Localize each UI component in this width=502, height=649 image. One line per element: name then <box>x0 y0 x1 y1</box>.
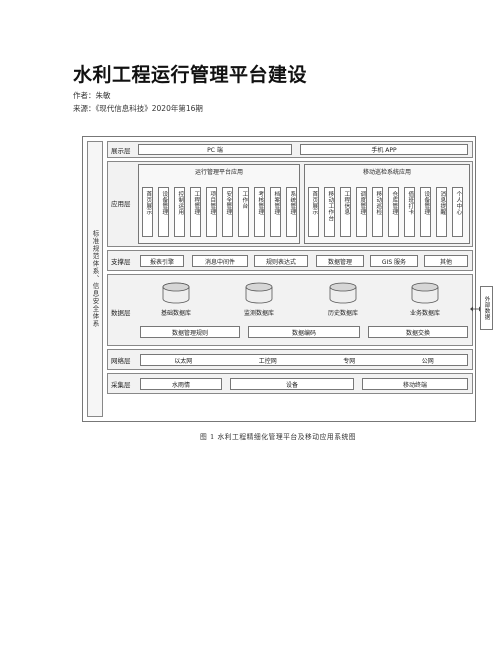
app2-item: 设备管理 <box>420 187 431 237</box>
app1-item: 档案管理 <box>270 187 281 237</box>
source-line: 来源：《现代信息科技》2020年第16期 <box>73 104 203 113</box>
layer-label-network: 网络层 <box>111 357 131 365</box>
support-item: GIS 服务 <box>370 255 418 267</box>
database-icon <box>245 282 273 304</box>
layer-label-application: 应用层 <box>111 200 131 208</box>
support-item: 消息中间件 <box>192 255 248 267</box>
app1-item: 系统管理 <box>286 187 297 237</box>
ops-platform-group: 运行管理平台应用 首页展示 设备管理 控制运用 工程管理 项目管理 安全管理 工… <box>138 164 300 244</box>
data-bottom-item: 数据编码 <box>248 326 360 338</box>
network-item: 专网 <box>343 357 356 365</box>
app2-item: 消息提醒 <box>436 187 447 237</box>
layer-label-collection: 采集层 <box>111 381 131 389</box>
standards-security-bar: 标准规范体系、信息安全体系 <box>87 141 103 417</box>
layer-label-data: 数据层 <box>111 309 131 317</box>
data-layer: 数据层 基础数据库 监测数据库 历史数据库 业务数据库 <box>107 274 473 346</box>
external-data-box: 外部数据 <box>480 286 493 330</box>
network-item: 以太网 <box>174 357 193 365</box>
side-label: 标准规范体系、信息安全体系 <box>91 230 99 328</box>
app2-item: 移动巡检 <box>372 187 383 237</box>
app1-item: 工作台 <box>238 187 249 237</box>
mobile-inspection-title: 移动巡检系统应用 <box>362 169 411 176</box>
db-label: 业务数据库 <box>409 310 440 317</box>
application-layer: 应用层 运行管理平台应用 首页展示 设备管理 控制运用 工程管理 项目管理 安全… <box>107 161 473 247</box>
support-item: 报表引擎 <box>140 255 184 267</box>
app2-item: 工程信息 <box>340 187 351 237</box>
collection-item: 移动终端 <box>362 378 468 390</box>
database-icon <box>411 282 439 304</box>
display-layer: 展示层 PC 端 手机 APP <box>107 141 473 158</box>
collection-item: 设备 <box>230 378 354 390</box>
author-line: 作者：朱敏 <box>73 91 111 100</box>
app1-item: 首页展示 <box>142 187 153 237</box>
document-title: 水利工程运行管理平台建设 <box>73 64 308 86</box>
data-bottom-item: 数据管理规则 <box>140 326 240 338</box>
support-item: 规则表达式 <box>254 255 308 267</box>
collection-item: 水雨情 <box>140 378 222 390</box>
app2-item: 仓库管理 <box>388 187 399 237</box>
mobile-inspection-group: 移动巡检系统应用 首页展示 移动工作台 工程信息 调度管理 移动巡检 仓库管理 … <box>304 164 470 244</box>
app2-item: 个人中心 <box>452 187 463 237</box>
app1-item: 工程管理 <box>190 187 201 237</box>
app2-item: 调度管理 <box>356 187 367 237</box>
layer-label-display: 展示层 <box>111 147 131 155</box>
network-item: 公网 <box>421 357 434 365</box>
app2-item: 值班打卡 <box>404 187 415 237</box>
app1-item: 控制运用 <box>174 187 185 237</box>
db-label: 监测数据库 <box>243 310 274 317</box>
layer-label-support: 支撑层 <box>111 258 131 266</box>
support-item: 其他 <box>424 255 468 267</box>
support-item: 数据管理 <box>316 255 364 267</box>
app1-item: 设备管理 <box>158 187 169 237</box>
pc-box: PC 端 <box>138 144 292 155</box>
collection-layer: 采集层 水雨情 设备 移动终端 <box>107 373 473 394</box>
database-icon <box>329 282 357 304</box>
network-layer: 网络层 以太网 工控网 专网 公网 <box>107 349 473 370</box>
app2-item: 移动工作台 <box>324 187 335 237</box>
support-layer: 支撑层 报表引擎 消息中间件 规则表达式 数据管理 GIS 服务 其他 <box>107 250 473 271</box>
figure-caption: 图 1 水利工程精细化管理平台及移动应用系统图 <box>200 433 357 441</box>
data-bottom-item: 数据交换 <box>368 326 468 338</box>
app2-item: 首页展示 <box>308 187 319 237</box>
app1-item: 考核管理 <box>254 187 265 237</box>
db-label: 基础数据库 <box>160 310 191 317</box>
diagram-frame: 标准规范体系、信息安全体系 展示层 PC 端 手机 APP 应用层 运行管理平台… <box>82 136 476 422</box>
app1-item: 安全管理 <box>222 187 233 237</box>
mobile-app-box: 手机 APP <box>300 144 468 155</box>
db-label: 历史数据库 <box>327 310 358 317</box>
app1-item: 项目管理 <box>206 187 217 237</box>
database-icon <box>162 282 190 304</box>
architecture-diagram: 标准规范体系、信息安全体系 展示层 PC 端 手机 APP 应用层 运行管理平台… <box>82 136 494 422</box>
network-item: 工控网 <box>258 357 277 365</box>
external-data-label: 外部数据 <box>483 295 490 321</box>
ops-platform-title: 运行管理平台应用 <box>194 169 243 176</box>
network-bar: 以太网 工控网 专网 公网 <box>140 354 468 366</box>
